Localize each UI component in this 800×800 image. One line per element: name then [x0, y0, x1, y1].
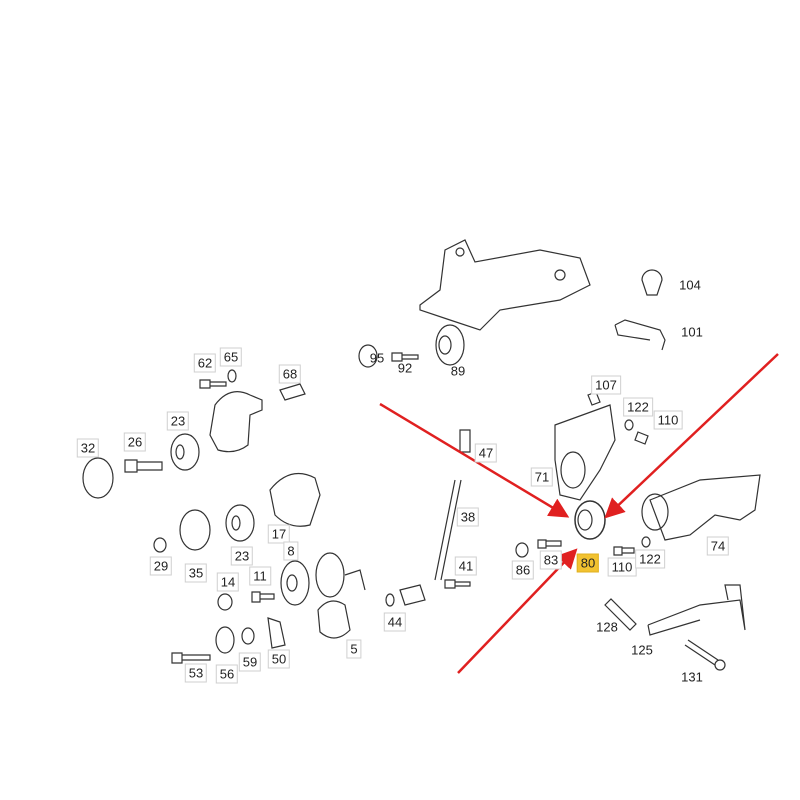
pulley-80 — [574, 500, 606, 540]
clip-104 — [641, 269, 663, 296]
tensioner-5 — [317, 569, 366, 639]
pulley-71 — [560, 451, 586, 489]
part-label: 83 — [539, 550, 563, 570]
bolt-26 — [124, 459, 163, 473]
bracket-74 — [649, 474, 761, 541]
part-label: 92 — [397, 360, 413, 376]
washer-35 — [179, 509, 211, 551]
part-label: 11 — [249, 566, 271, 586]
washer-56 — [215, 626, 235, 654]
bolt-47 — [459, 429, 471, 453]
bolt-83 — [537, 539, 562, 549]
sleeve-128 — [604, 598, 637, 631]
part-label: 110 — [607, 557, 637, 577]
washer-122b — [641, 536, 651, 548]
part-label: 53 — [184, 663, 208, 683]
part-label: 131 — [681, 669, 703, 685]
part-label: 17 — [267, 524, 291, 544]
bolt-11 — [251, 591, 275, 603]
part-label: 110 — [653, 410, 683, 430]
upper-bracket — [419, 239, 591, 331]
part-label: 89 — [450, 363, 466, 379]
part-label: 86 — [511, 560, 535, 580]
housing — [209, 391, 263, 453]
pulley-74 — [641, 493, 669, 531]
part-label: 71 — [530, 467, 554, 487]
part-label: 29 — [149, 556, 173, 576]
bolt-41 — [444, 579, 471, 589]
part-label: 32 — [76, 438, 100, 458]
part-label: 107 — [591, 375, 621, 395]
part-label: 14 — [216, 572, 240, 592]
sleeve-68 — [279, 383, 306, 401]
part-label: 122 — [623, 397, 653, 417]
cap-86 — [515, 542, 529, 558]
part-label: 62 — [193, 353, 217, 373]
part-label: 104 — [679, 277, 701, 293]
part-label: 65 — [219, 347, 243, 367]
bolt-53 — [171, 652, 211, 664]
bracket-101 — [614, 319, 666, 351]
bolt-110b — [613, 546, 635, 556]
part-label: 74 — [706, 536, 730, 556]
part-label: 26 — [123, 432, 147, 452]
part-label: 47 — [474, 443, 498, 463]
bolt-62 — [199, 379, 227, 389]
cap-95 — [358, 344, 378, 368]
rod-38 — [434, 479, 462, 581]
disc-23b — [225, 504, 255, 542]
part-label: 8 — [283, 541, 299, 561]
cap-32 — [82, 457, 114, 499]
part-label: 38 — [456, 507, 480, 527]
bracket-71 — [554, 404, 616, 501]
pulley-8 — [280, 560, 310, 606]
pulley-89 — [435, 324, 465, 366]
part-label: 125 — [631, 642, 653, 658]
link-44 — [399, 584, 426, 606]
arrow-right — [604, 353, 779, 519]
bracket-125 — [647, 584, 746, 636]
part-label: 41 — [454, 556, 478, 576]
part-label: 122 — [635, 549, 665, 569]
highlighted-part-label: 80 — [576, 553, 600, 573]
washer-122a — [624, 419, 634, 431]
plate-50 — [267, 617, 286, 649]
plug-14 — [217, 593, 233, 611]
part-label: 35 — [184, 563, 208, 583]
bolt-110a — [634, 431, 649, 445]
tensioner-arm — [269, 472, 321, 527]
part-label: 59 — [238, 652, 262, 672]
part-label: 23 — [166, 411, 190, 431]
part-label: 68 — [278, 364, 302, 384]
part-label: 5 — [346, 639, 362, 659]
part-label: 128 — [596, 619, 618, 635]
part-label: 56 — [215, 664, 239, 684]
bolt-131 — [684, 639, 719, 666]
part-label: 50 — [267, 649, 291, 669]
part-label: 101 — [681, 324, 703, 340]
part-label: 44 — [383, 612, 407, 632]
disc-23a — [170, 433, 200, 471]
seal-59 — [241, 627, 255, 645]
part-label: 95 — [369, 350, 385, 366]
arrow-bottom — [457, 548, 578, 674]
arrow-left — [379, 402, 570, 518]
nut-29 — [153, 537, 167, 553]
pulley-5 — [315, 552, 345, 598]
part-label: 23 — [230, 546, 254, 566]
bolt-92 — [391, 352, 419, 362]
